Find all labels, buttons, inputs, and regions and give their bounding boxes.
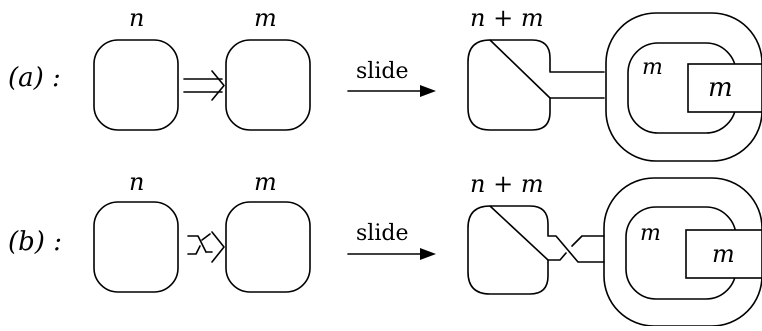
- row-a-label: (a) :: [8, 63, 61, 93]
- row-b-twisted-band-arrow: [187, 231, 225, 263]
- row-b-result-label: n + m: [470, 170, 544, 198]
- row-a-inner-label: m: [642, 55, 663, 80]
- row-a: (a) : n m slide n + m m: [8, 4, 762, 162]
- row-a-result-label: n + m: [470, 4, 544, 32]
- row-a-left-label-n: n: [129, 4, 144, 32]
- row-b: (b) : n m slide n + m: [8, 168, 762, 327]
- row-a-slid-knot: m m: [467, 12, 762, 162]
- row-a-slide-label: slide: [356, 59, 408, 84]
- row-b-unknot-n: [93, 201, 179, 293]
- row-a-unknot-m: [225, 39, 311, 131]
- row-b-label: (b) :: [8, 227, 62, 257]
- row-b-box-label: m: [712, 240, 735, 268]
- row-a-band-arrow: [183, 70, 225, 101]
- row-b-inner-label: m: [640, 221, 661, 246]
- row-a-box-label: m: [708, 73, 733, 103]
- row-b-slide-label: slide: [356, 221, 408, 246]
- row-b-slide-arrow: [347, 248, 436, 260]
- row-b-left-label-n: n: [129, 168, 144, 196]
- row-b-unknot-m: [225, 201, 311, 293]
- row-b-slid-knot: m m: [467, 177, 762, 327]
- row-b-left-label-m: m: [254, 168, 277, 196]
- row-a-unknot-n: [93, 39, 179, 131]
- row-a-slide-arrow: [347, 85, 436, 97]
- row-a-left-label-m: m: [254, 4, 277, 32]
